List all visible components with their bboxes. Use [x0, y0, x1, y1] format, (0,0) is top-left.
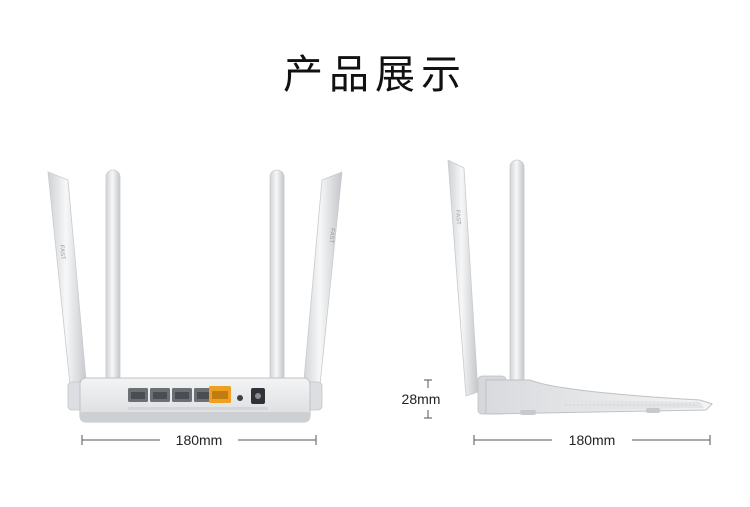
front-width-dimension: 180mm — [81, 432, 317, 448]
wan-port — [209, 386, 231, 403]
antenna-brand-label: FAST — [454, 210, 461, 226]
router-body-back — [79, 377, 311, 423]
router-side-view: FAST 28mm 180mm — [402, 159, 713, 448]
antenna-brand-label: FAST — [58, 245, 66, 261]
antenna-inner-left — [105, 169, 121, 396]
front-width-label: 180mm — [176, 432, 223, 448]
side-width-dimension: 180mm — [473, 432, 711, 448]
router-back-view: FAST FAST — [47, 169, 343, 448]
page-title: 产品展示 — [283, 52, 467, 98]
antenna-inner-right — [269, 169, 285, 396]
antenna-outer-right: FAST — [301, 171, 343, 405]
side-height-dimension: 28mm — [402, 379, 441, 419]
side-antenna-flat: FAST — [447, 159, 479, 397]
antenna-outer-left: FAST — [47, 171, 89, 405]
antenna-brand-label: FAST — [327, 228, 335, 244]
side-antenna-round — [509, 159, 525, 396]
side-height-label: 28mm — [402, 391, 441, 407]
reset-button — [237, 395, 243, 401]
router-body-side — [485, 379, 713, 415]
side-width-label: 180mm — [569, 432, 616, 448]
lan-ports — [128, 388, 214, 402]
